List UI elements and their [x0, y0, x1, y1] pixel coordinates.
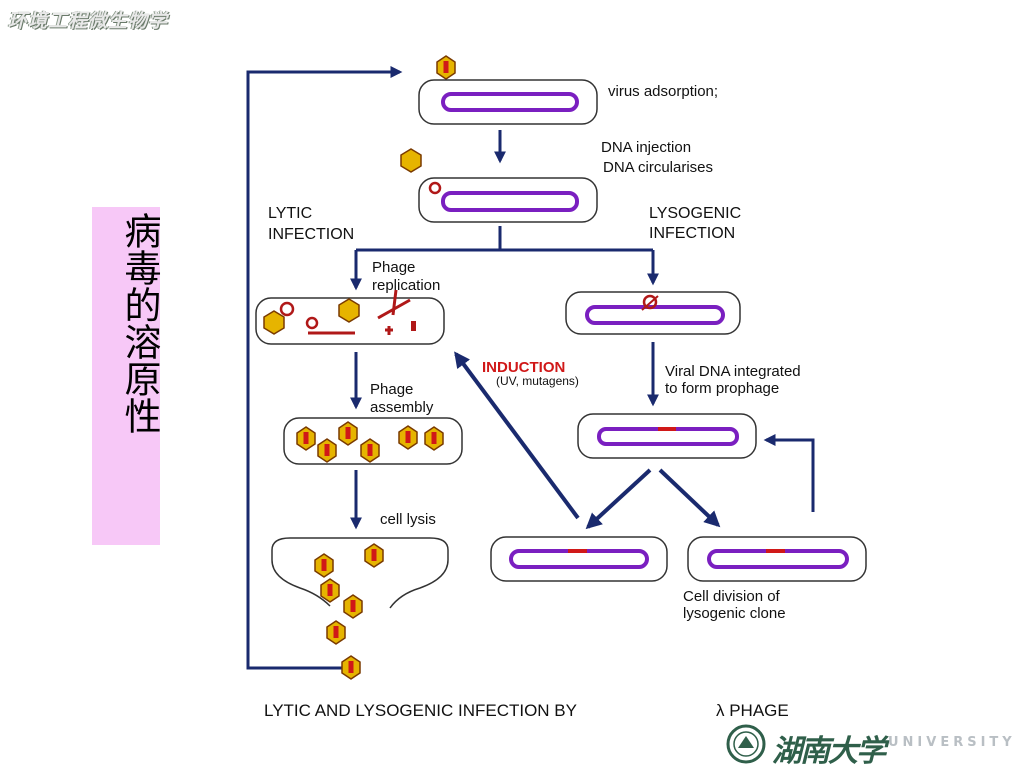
arrow-division-loop	[763, 434, 815, 512]
adsorbing-phage	[436, 55, 456, 80]
return-loop-arrow	[246, 66, 403, 670]
label-induction-cause: (UV, mutagens)	[496, 374, 579, 388]
label-phage-2: Phage	[370, 381, 413, 398]
cell-prophage	[577, 413, 757, 459]
label-induction: INDUCTION	[482, 359, 565, 376]
branch-lines	[356, 226, 653, 252]
label-replication: replication	[372, 277, 440, 294]
daughter-cell-left	[490, 536, 668, 582]
label-cell-division: Cell division of	[683, 588, 781, 605]
caption-lambda: λ PHAGE	[716, 701, 789, 720]
label-lysogenic-clone: lysogenic clone	[683, 605, 786, 622]
sidebar-label: 病毒的溶原性	[118, 212, 161, 434]
label-prophage: to form prophage	[665, 380, 779, 397]
label-viral-dna: Viral DNA integrated	[665, 363, 801, 380]
university-name-en: UNIVERSITY	[888, 735, 1016, 750]
course-title: 环境工程微生物学	[8, 10, 169, 32]
label-dna-circularises: DNA circularises	[603, 159, 713, 176]
university-emblem	[726, 724, 766, 764]
label-assembly: assembly	[370, 399, 434, 416]
label-virus-adsorption: virus adsorption;	[608, 83, 718, 100]
label-lytic-infection: INFECTION	[268, 226, 354, 243]
daughter-cell-right	[687, 536, 867, 582]
caption-main: LYTIC AND LYSOGENIC INFECTION BY	[264, 701, 577, 720]
label-lysogenic-infection: INFECTION	[649, 225, 735, 242]
label-lytic: LYTIC	[268, 205, 312, 222]
label-lysogenic: LYSOGENIC	[649, 205, 741, 222]
label-cell-lysis: cell lysis	[380, 511, 436, 528]
label-phage: Phage	[372, 259, 415, 276]
arrow-division-left	[585, 468, 652, 530]
cell-adsorption	[418, 79, 598, 125]
arrow-induction	[454, 351, 580, 520]
empty-capsid	[400, 148, 422, 173]
cell-injected	[418, 177, 598, 223]
label-dna-injection: DNA injection	[601, 139, 691, 156]
lysed-cell	[271, 537, 449, 609]
sidebar-label-background	[92, 207, 160, 545]
university-name-cn: 湖南大学	[772, 734, 886, 769]
arrow-division-right	[658, 468, 721, 528]
